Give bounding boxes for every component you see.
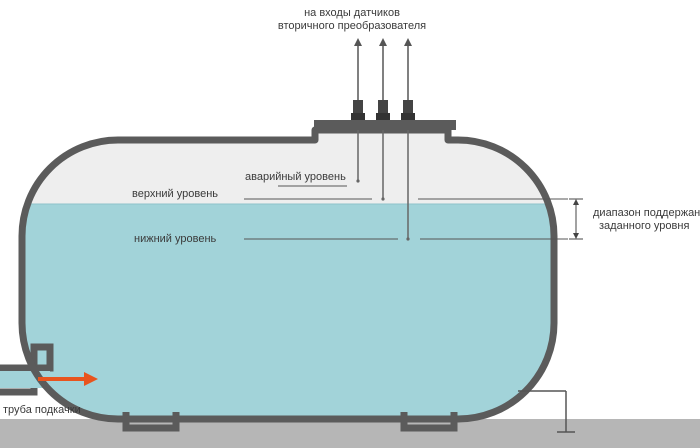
sensor-middle (376, 38, 390, 201)
emergency-level-label: аварийный уровень (245, 171, 346, 183)
range-label-line1: диапазон поддержания (593, 207, 700, 219)
ground (0, 419, 700, 448)
range-label-line2: заданного уровня (599, 220, 689, 232)
feed-pipe-label: труба подкачки (3, 404, 81, 416)
flow-arrow (38, 372, 98, 386)
lower-level-label: нижний уровень (134, 233, 217, 245)
sensor-inputs-label-line2: вторичного преобразователя (278, 20, 426, 32)
tank-wall (18, 126, 558, 423)
liquid (22, 204, 554, 419)
sensor-right (401, 38, 415, 241)
ground-connection (518, 390, 575, 433)
range-dimension (569, 198, 583, 240)
upper-level-label: верхний уровень (132, 188, 218, 200)
sensor-inputs-label-line1: на входы датчиков (304, 7, 400, 19)
sensor-left (351, 38, 365, 183)
feed-pipe (0, 343, 54, 396)
top-flange (314, 120, 456, 130)
